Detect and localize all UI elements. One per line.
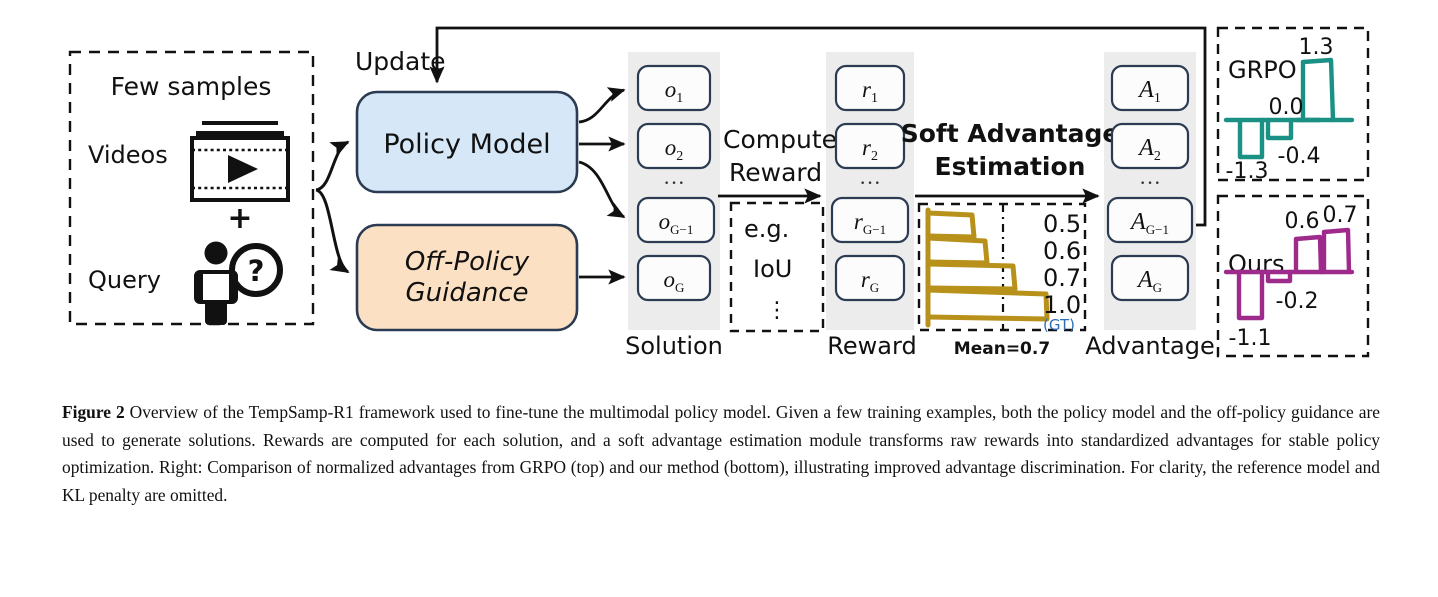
reward-boxes: r1 r2 ··· rG−1 rG (830, 64, 910, 302)
solution-boxes: o1 o2 ··· oG−1 oG (636, 64, 716, 302)
ours-bar-1 (1236, 269, 1265, 321)
reward-example-line-3: ⋮ (766, 298, 788, 323)
advantage-box-1[interactable] (1110, 64, 1190, 112)
ours-value-negative-large: -1.1 (1229, 326, 1272, 351)
reward-bar-1 (925, 210, 977, 240)
solution-box-3[interactable] (636, 196, 716, 244)
reward-bar-4 (925, 287, 1050, 322)
ours-bar-2 (1265, 269, 1293, 284)
compute-reward-label-1: Compute (723, 125, 837, 154)
few-samples-title: Few samples (111, 72, 272, 101)
ours-bar-3 (1293, 234, 1324, 275)
grpo-value-positive-high: 1.3 (1299, 35, 1334, 60)
grpo-bar-2 (1265, 117, 1294, 141)
update-feedback-line (429, 26, 1207, 227)
figure-diagram: Few samples Videos + ? Qu (68, 26, 1370, 360)
grpo-value-negative-large: -1.3 (1226, 159, 1269, 184)
ours-value-positive-high: 0.7 (1323, 203, 1358, 228)
grpo-value-negative-small: -0.4 (1278, 144, 1321, 169)
arrow-policy-to-o1 (578, 87, 626, 124)
solution-box-4[interactable] (636, 254, 712, 302)
reward-value-4: 1.0 (1043, 291, 1081, 319)
ours-value-positive-mid: 0.6 (1285, 209, 1320, 234)
reward-bar-3 (925, 261, 1018, 292)
reward-column-label: Reward (827, 332, 916, 360)
solution-column-label: Solution (625, 332, 723, 360)
reward-value-2: 0.6 (1043, 237, 1081, 265)
reward-box-2[interactable] (834, 122, 906, 170)
arrow-samples-to-policy (315, 140, 350, 192)
ours-value-negative-small: -0.2 (1276, 289, 1319, 314)
grpo-bar-1 (1237, 117, 1265, 160)
plus-symbol: + (227, 201, 252, 236)
grpo-panel (1216, 26, 1370, 182)
reward-example-line-2: IoU (753, 255, 792, 283)
soft-advantage-label-2: Estimation (935, 152, 1086, 181)
advantage-box-4[interactable] (1110, 254, 1190, 302)
reward-value-1: 0.5 (1043, 210, 1081, 238)
reward-bar-chart (925, 207, 1050, 328)
advantage-box-2[interactable] (1110, 122, 1190, 170)
caption-label: Figure 2 (62, 402, 125, 422)
gt-label: (GT) (1043, 316, 1075, 334)
compute-reward-label-2: Reward (729, 158, 822, 187)
question-mark-icon: ? (229, 243, 283, 297)
ours-bar-4 (1321, 227, 1352, 275)
reward-bar-2 (925, 235, 990, 266)
grpo-title: GRPO (1228, 56, 1297, 84)
update-label: Update (355, 47, 446, 76)
arrow-samples-to-offpolicy (315, 188, 350, 274)
reward-box-4[interactable] (834, 254, 906, 302)
ours-chart (1223, 227, 1355, 321)
policy-model-box[interactable] (355, 90, 579, 194)
mean-label: Mean=0.7 (954, 339, 1050, 359)
solution-box-2[interactable] (636, 122, 712, 170)
soft-advantage-label-1: Soft Advantage (901, 119, 1120, 148)
policy-model-label: Policy Model (383, 129, 550, 160)
advantage-ellipsis: ··· (1139, 170, 1161, 195)
arrow-policy-to-og1 (578, 160, 626, 219)
svg-text:?: ? (248, 254, 265, 288)
solution-ellipsis: ··· (663, 170, 685, 195)
query-person-icon (194, 241, 238, 325)
video-icon (190, 121, 290, 202)
caption-text: Overview of the TempSamp-R1 framework us… (62, 402, 1380, 505)
reward-value-3: 0.7 (1043, 264, 1081, 292)
reward-ellipsis: ··· (859, 170, 881, 195)
off-policy-guidance-label-2: Guidance (405, 278, 528, 308)
ours-panel (1216, 194, 1370, 358)
reward-box-1[interactable] (834, 64, 906, 112)
grpo-value-zero: 0.0 (1269, 95, 1304, 120)
reward-box-3[interactable] (830, 196, 910, 244)
off-policy-guidance-box[interactable] (355, 223, 579, 332)
grpo-bar-4 (1300, 57, 1336, 123)
reward-example-box (729, 201, 825, 333)
few-samples-panel (68, 50, 315, 326)
query-label: Query (88, 266, 161, 294)
reward-example-line-1: e.g. (744, 215, 789, 243)
advantage-boxes: A1 A2 ··· AG−1 AG (1106, 64, 1194, 302)
off-policy-guidance-label-1: Off-Policy (405, 247, 530, 277)
solution-box-1[interactable] (636, 64, 712, 112)
grpo-chart (1223, 57, 1355, 160)
advantage-box-3[interactable] (1106, 196, 1194, 244)
advantage-column-label: Advantage (1085, 332, 1214, 360)
videos-label: Videos (88, 141, 168, 169)
figure-caption: Figure 2 Overview of the TempSamp-R1 fra… (62, 399, 1380, 509)
